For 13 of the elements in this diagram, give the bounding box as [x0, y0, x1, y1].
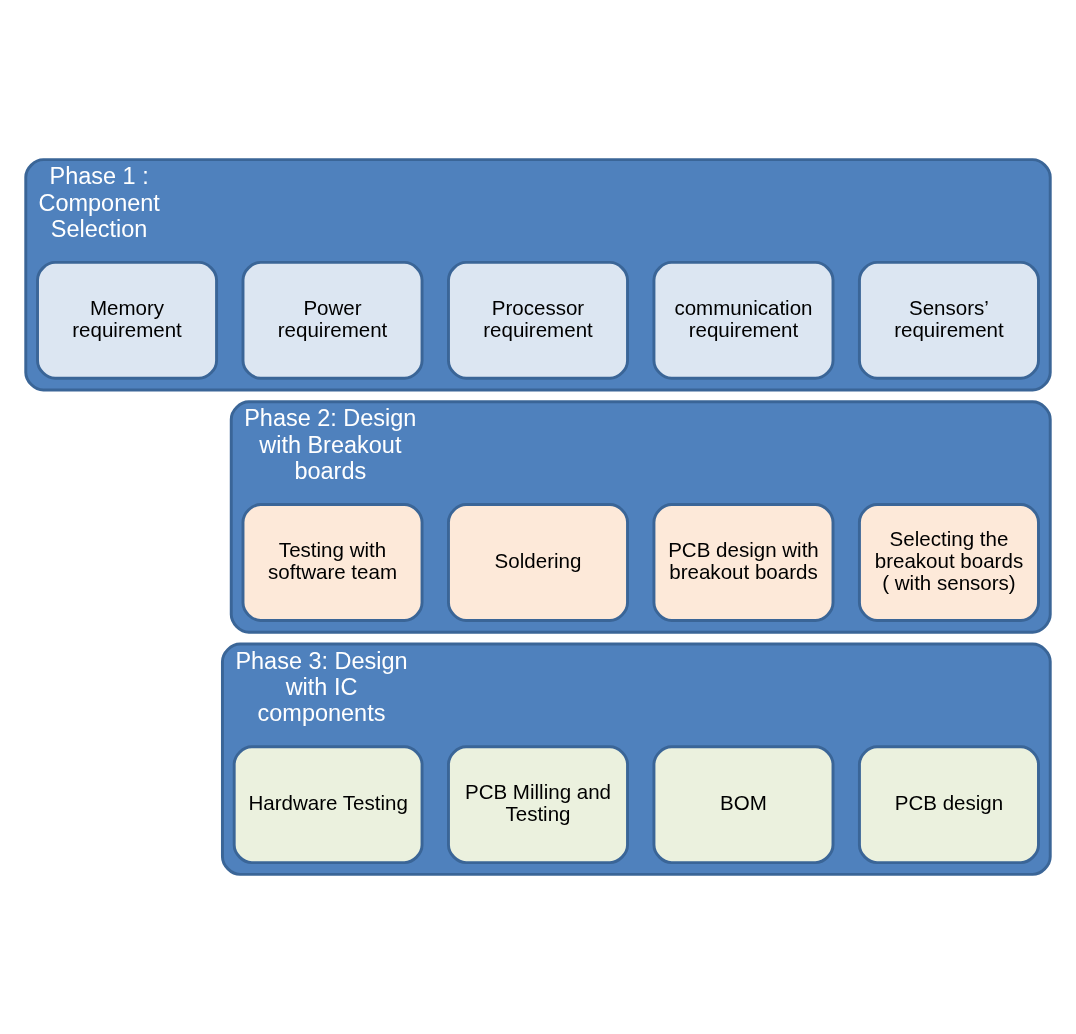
node-box: PCB design — [857, 745, 1040, 865]
node-box: Sensors’ requirement — [857, 260, 1040, 380]
node-box: Memory requirement — [36, 260, 219, 380]
node-box: PCB design with breakout boards — [652, 503, 835, 622]
node-box: Processor requirement — [447, 260, 629, 380]
node-box: Hardware Testing — [232, 745, 424, 865]
node-box: Power requirement — [241, 260, 424, 380]
node-box: Testing with software team — [241, 503, 424, 622]
node-box: communication requirement — [652, 260, 835, 380]
node-box: PCB Milling and Testing — [447, 745, 629, 865]
node-box: Soldering — [447, 503, 629, 622]
node-box: BOM — [652, 745, 835, 865]
node-box: Selecting the breakout boards ( with sensors) — [857, 503, 1040, 622]
